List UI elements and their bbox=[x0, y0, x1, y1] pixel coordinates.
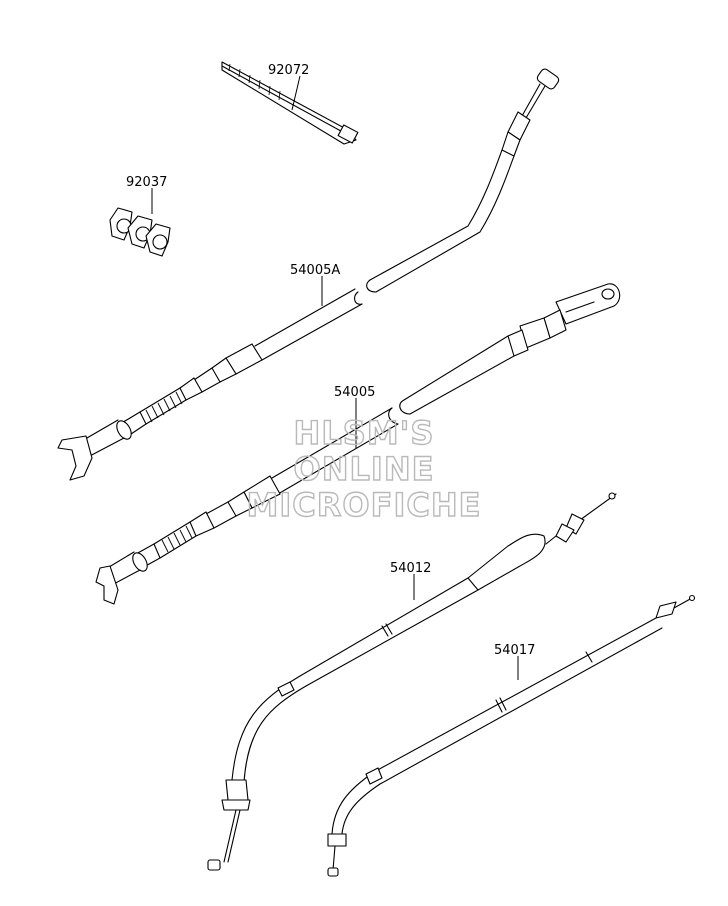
part-54005-cable bbox=[95, 283, 621, 605]
label-54012: 54012 bbox=[390, 561, 431, 576]
label-54005: 54005 bbox=[334, 385, 375, 400]
leader-lines bbox=[151, 75, 519, 680]
part-92072-cable-tie bbox=[221, 61, 359, 145]
watermark-line-2: ONLINE bbox=[294, 450, 435, 488]
label-92037: 92037 bbox=[126, 175, 167, 190]
label-54017: 54017 bbox=[494, 643, 535, 658]
label-54005A: 54005A bbox=[290, 263, 340, 278]
part-54012-cable bbox=[207, 492, 617, 871]
label-92072: 92072 bbox=[268, 63, 309, 78]
watermark: HLSM'S ONLINE MICROFICHE bbox=[246, 413, 482, 524]
part-54017-cable bbox=[327, 594, 696, 877]
watermark-line-3: MICROFICHE bbox=[247, 486, 482, 524]
watermark-line-1: HLSM'S bbox=[294, 414, 435, 452]
part-92037-clamp bbox=[109, 207, 171, 257]
part-54005A-cable bbox=[57, 68, 560, 481]
